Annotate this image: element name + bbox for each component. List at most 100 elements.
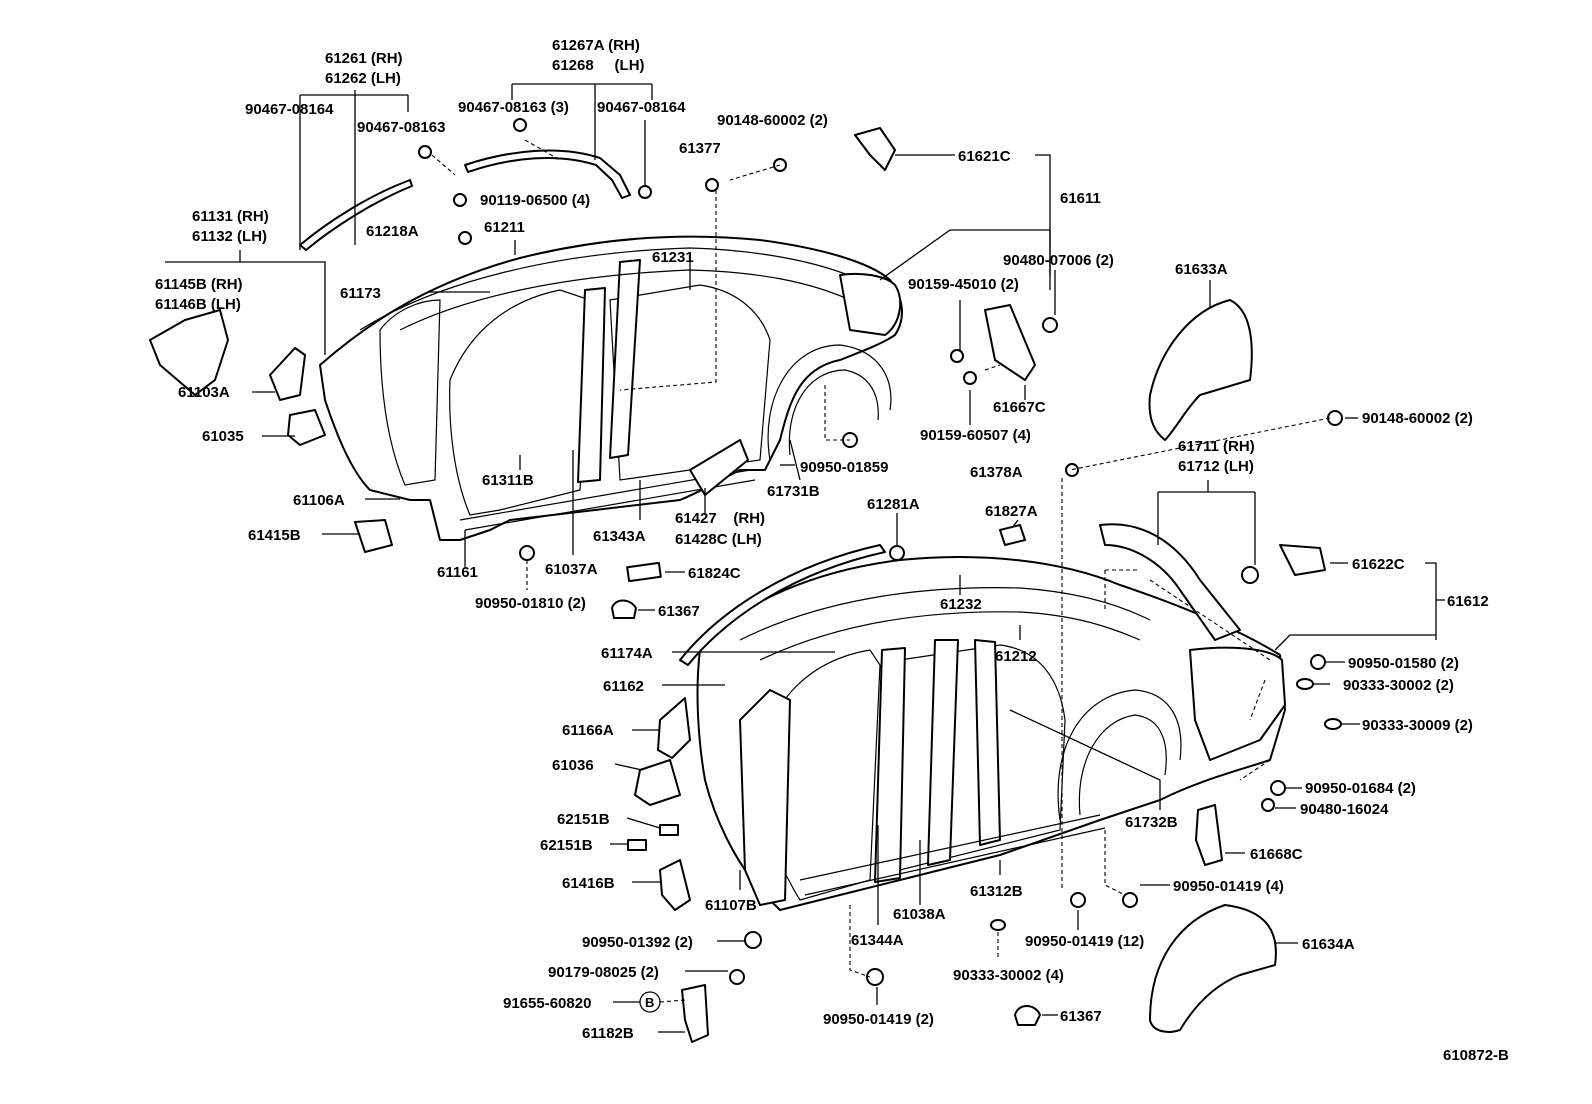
label-90179-08025: 90179-08025 (2) <box>548 964 659 981</box>
plug-90950-01684 <box>1270 780 1286 796</box>
part-61145b <box>149 309 229 396</box>
part-61103a <box>269 347 306 401</box>
label-62151b-2: 62151B <box>540 837 593 854</box>
label-61732b: 61732B <box>1125 814 1178 831</box>
plug-90950-01419b <box>1070 892 1086 908</box>
label-61166a: 61166A <box>562 722 614 739</box>
part-61416b <box>659 859 691 911</box>
label-61622c: 61622C <box>1352 556 1405 573</box>
upper-side-panel <box>319 235 903 541</box>
label-61218a: 61218A <box>366 223 419 240</box>
lower-side-panel <box>696 556 1286 911</box>
label-61162: 61162 <box>603 678 644 695</box>
label-61827a: 61827A <box>985 503 1038 520</box>
clip-90467-08163b <box>418 145 432 159</box>
label-61232: 61232 <box>940 596 982 613</box>
part-61415b <box>354 519 393 553</box>
label-61377: 61377 <box>679 140 721 157</box>
clip-90179 <box>729 969 745 985</box>
label-61612: 61612 <box>1447 593 1489 610</box>
label-61711: 61711 (RH) <box>1178 438 1255 455</box>
label-61667c: 61667C <box>993 399 1046 416</box>
label-61035: 61035 <box>202 428 244 445</box>
label-90159-45010: 90159-45010 (2) <box>908 276 1019 293</box>
label-61416b: 61416B <box>562 875 615 892</box>
label-61174a: 61174A <box>601 645 653 662</box>
label-61281a: 61281A <box>867 496 920 513</box>
part-61621c <box>854 127 896 171</box>
label-90467-08163-left: 90467-08163 <box>357 119 445 136</box>
part-61367-upper <box>611 599 637 619</box>
label-90950-01859: 90950-01859 <box>800 459 888 476</box>
label-61633a: 61633A <box>1175 261 1228 278</box>
label-61145b: 61145B (RH) <box>155 276 243 293</box>
label-61173: 61173 <box>340 285 381 302</box>
label-90148-60002-right: 90148-60002 (2) <box>1362 410 1473 427</box>
label-61634a: 61634A <box>1302 936 1355 953</box>
label-90950-01392: 90950-01392 (2) <box>582 934 693 951</box>
part-62151b-1 <box>659 824 679 836</box>
label-90480-16024: 90480-16024 <box>1300 801 1389 818</box>
screw-90119 <box>453 193 467 207</box>
plug-90950-01580 <box>1310 654 1326 670</box>
label-61343a: 61343A <box>593 528 646 545</box>
lower-roof-molding <box>679 544 886 666</box>
bolt-90159a <box>950 349 964 363</box>
part-61427 <box>689 439 749 496</box>
part-62151b-2 <box>627 839 647 851</box>
small-parts <box>149 118 1343 1043</box>
part-61633a <box>1148 299 1253 441</box>
part-61622-clip <box>1241 566 1259 584</box>
upper-roof-molding <box>299 149 631 251</box>
clip-90467-08164 <box>638 185 652 199</box>
label-90950-01419-12: 90950-01419 (12) <box>1025 933 1144 950</box>
part-61824c <box>626 561 662 583</box>
label-61212: 61212 <box>995 648 1037 665</box>
label-61415b: 61415B <box>248 527 301 544</box>
label-61267a: 61267A (RH) <box>552 37 640 54</box>
label-61268: 61268 (LH) <box>552 57 645 74</box>
plug-90333-30009 <box>1324 718 1342 730</box>
label-61621c: 61621C <box>958 148 1011 165</box>
plug-90333-30002 <box>1296 678 1314 690</box>
nut-90480-16024 <box>1261 798 1275 812</box>
part-61035 <box>287 409 326 446</box>
part-61667c <box>984 304 1036 381</box>
label-61132: 61132 (LH) <box>192 228 267 245</box>
plug-90333-30002b <box>990 919 1006 931</box>
label-61428c: 61428C (LH) <box>675 531 762 548</box>
label-61367-lower: 61367 <box>1060 1008 1102 1025</box>
label-61712: 61712 (LH) <box>1178 458 1254 475</box>
label-90333-30002-4: 90333-30002 (4) <box>953 967 1064 984</box>
label-61378a: 61378A <box>970 464 1023 481</box>
part-61367-lower <box>1014 1005 1041 1026</box>
label-61311b: 61311B <box>482 472 534 489</box>
label-61824c: 61824C <box>688 565 741 582</box>
label-90950-01419-4: 90950-01419 (4) <box>1173 878 1284 895</box>
label-61312b: 61312B <box>970 883 1023 900</box>
part-61634a <box>1149 904 1277 1033</box>
label-90467-08164-right: 90467-08164 <box>597 99 686 116</box>
label-61106a: 61106A <box>293 492 345 509</box>
nut-90480 <box>1042 317 1058 333</box>
label-61182b: 61182B <box>582 1025 634 1042</box>
label-61262: 61262 (LH) <box>325 70 401 87</box>
circled-b-symbol <box>639 991 661 1013</box>
clip-61281a <box>889 545 905 561</box>
clip-61377 <box>705 178 719 192</box>
part-61622c <box>1279 544 1326 576</box>
label-61668c: 61668C <box>1250 846 1303 863</box>
plug-90950-01810 <box>519 545 535 561</box>
clip-61218a <box>458 231 472 245</box>
label-61231: 61231 <box>652 249 694 266</box>
clip-90467-08163 <box>513 118 527 132</box>
plug-90950-01419c <box>866 968 884 986</box>
diagram-code: 610872-B <box>1443 1047 1509 1064</box>
label-90467-08164-left: 90467-08164 <box>245 101 334 118</box>
label-61037a: 61037A <box>545 561 598 578</box>
plug-90950-01392 <box>744 931 762 949</box>
label-61731b: 61731B <box>767 483 820 500</box>
label-61367-upper: 61367 <box>658 603 700 620</box>
